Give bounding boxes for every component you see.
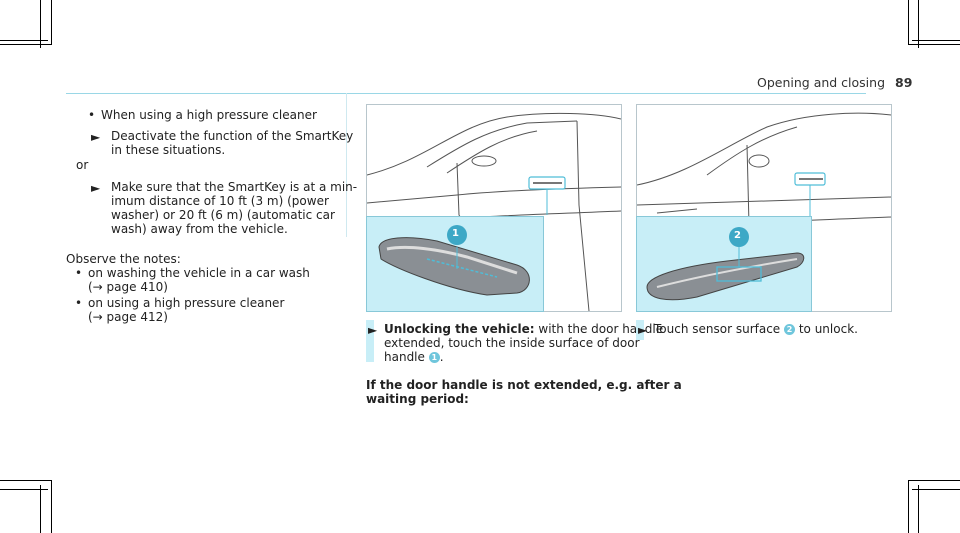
callout-number: 2 (784, 324, 796, 335)
crop-mark (40, 0, 41, 48)
crop-mark (908, 0, 909, 44)
step-line: Touch sensor surface (654, 322, 781, 336)
step-line: with the door handle (538, 322, 664, 336)
note-line: on using a high pressure cleaner (88, 296, 285, 310)
step-line: in these situations. (111, 143, 226, 157)
callout-number: 1 (452, 228, 459, 239)
step-heading: Unlocking the vehicle: (384, 322, 535, 336)
crop-mark (908, 44, 960, 45)
callout-number: 2 (734, 230, 741, 241)
text-accent-bar (636, 320, 644, 340)
step-line: handle (384, 350, 425, 364)
crop-mark (0, 480, 52, 481)
running-header: Opening and closing 89 (757, 75, 912, 90)
crop-mark (40, 485, 41, 533)
high-pressure-box: • When using a high pressure cleaner ► D… (66, 93, 357, 237)
bullet-text: When using a high pressure cleaner (101, 108, 317, 122)
step-line: Make sure that the SmartKey is at a min- (111, 180, 358, 194)
handle-closeup-drawing (378, 225, 530, 296)
callout-number: 1 (428, 352, 440, 363)
box-border (346, 93, 347, 237)
subheading: If the door handle is not extended, e.g.… (366, 378, 682, 392)
crop-mark (51, 0, 52, 44)
crop-mark (908, 480, 960, 481)
crop-mark (912, 40, 960, 41)
crop-mark (0, 40, 48, 41)
crop-mark (912, 489, 960, 490)
note-line: on washing the vehicle in a car wash (88, 266, 310, 280)
page-number: 89 (895, 75, 913, 90)
step-arrow-icon: ► (91, 181, 101, 195)
bullet-dot: • (75, 266, 83, 280)
crop-mark (0, 44, 52, 45)
sensor-closeup-drawing (646, 227, 805, 301)
sensor-closeup-inset: 2 (636, 216, 812, 312)
handle-closeup-inset: 1 (366, 216, 544, 312)
step-arrow-icon: ► (91, 130, 101, 144)
step-line: imum distance of 10 ft (3 m) (power (111, 194, 329, 208)
step-line: to unlock. (798, 322, 858, 336)
step-arrow-icon: ► (368, 323, 378, 337)
bullet-dot: • (88, 108, 96, 122)
bullet-dot: • (75, 296, 83, 310)
crop-mark (51, 480, 52, 533)
or-label: or (76, 158, 89, 172)
step-line: extended, touch the inside surface of do… (384, 336, 640, 350)
crop-mark (918, 0, 919, 48)
notes-intro: Observe the notes: (66, 252, 181, 266)
step-line: washer) or 20 ft (6 m) (automatic car (111, 208, 335, 222)
subheading: waiting period: (366, 392, 469, 406)
section-title: Opening and closing (757, 75, 886, 90)
step-arrow-icon: ► (638, 323, 648, 337)
crop-mark (918, 485, 919, 533)
note-page-ref[interactable]: (→ page 412) (88, 310, 168, 324)
text-accent-bar (366, 320, 374, 362)
step-line: wash) away from the vehicle. (111, 222, 288, 236)
header-rule (66, 93, 866, 94)
crop-mark (908, 480, 909, 533)
crop-mark (0, 489, 48, 490)
note-page-ref[interactable]: (→ page 410) (88, 280, 168, 294)
step-line: Deactivate the function of the SmartKey (111, 129, 354, 143)
